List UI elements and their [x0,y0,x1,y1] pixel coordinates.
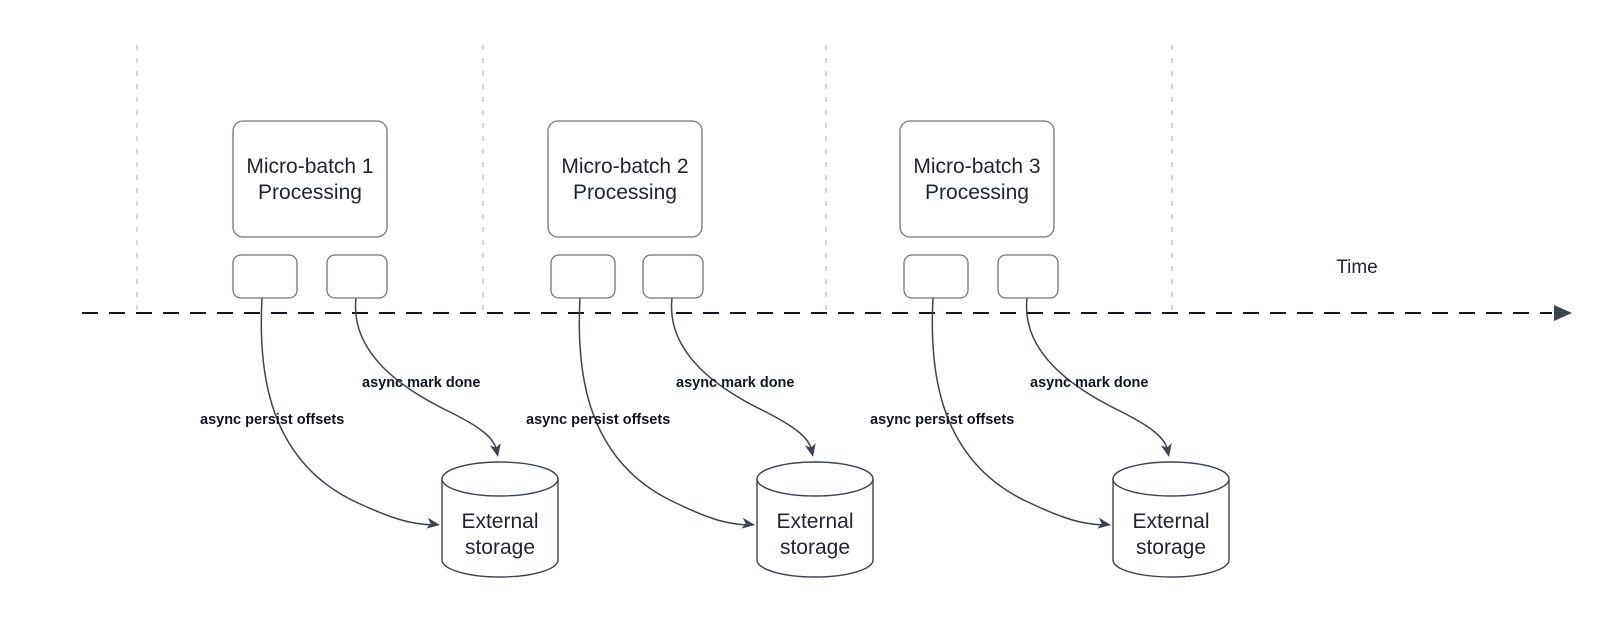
edge-arrowhead-mark-done-3-glyph [1160,443,1172,457]
storage-cylinder-body-external-storage-2[interactable] [756,478,874,578]
edge-label-mark-done-2: async mark done [676,375,794,391]
storage-cylinder-top-external-storage-2 [756,461,874,497]
task-box-mb3-task-left[interactable] [903,254,969,299]
task-box-mb1-task-left[interactable] [232,254,298,299]
processing-box-rect-micro-batch-3[interactable] [899,120,1055,238]
batch-group-3: async persist offsets async mark done Micr… [870,120,1230,578]
time-axis-arrowhead [1554,305,1572,321]
edge-mark-done-2: async mark done [670,297,816,457]
edge-label-persist-offsets-2: async persist offsets [526,412,670,428]
edge-arrowhead-persist-offsets-3 [1097,517,1111,529]
task-box-mb2-task-right[interactable] [642,254,704,299]
storage-cylinder-body-external-storage-3[interactable] [1112,478,1230,578]
task-box-mb1-task-right[interactable] [326,254,388,299]
processing-box-title-line1-micro-batch-3: Micro-batch 3 [913,155,1040,178]
storage-label-line2-external-storage-1: storage [465,536,535,559]
edge-label-persist-offsets-3: async persist offsets [870,412,1014,428]
edge-arrowhead-persist-offsets-2 [741,517,755,529]
storage-cylinder-body-external-storage-1[interactable] [441,478,559,578]
processing-box-title-line2-micro-batch-3: Processing [925,181,1029,204]
batch-group-2: async persist offsets async mark done Micr… [526,120,874,578]
processing-box-title-line1-micro-batch-1: Micro-batch 1 [246,155,373,178]
edge-path-mark-done-1 [354,297,497,449]
edge-path-mark-done-2 [670,297,812,449]
storage-label-line2-external-storage-3: storage [1136,536,1206,559]
storage-cylinder-top-external-storage-3 [1112,461,1230,497]
edge-arrowhead-persist-offsets-3-glyph [1097,517,1111,529]
storage-label-line1-external-storage-1: External [461,510,538,533]
edge-path-persist-offsets-3 [931,297,1104,526]
edge-persist-offsets-3: async persist offsets [870,297,1111,529]
processing-box-micro-batch-1: Micro-batch 1 Processing [232,120,388,238]
edge-arrowhead-persist-offsets-1-glyph [426,517,440,529]
storage-label-line1-external-storage-2: External [776,510,853,533]
storage-label-line1-external-storage-3: External [1132,510,1209,533]
edge-persist-offsets-2: async persist offsets [526,297,755,529]
edge-path-mark-done-3 [1025,297,1168,449]
task-box-mb2-task-left[interactable] [550,254,616,299]
storage-label-line2-external-storage-2: storage [780,536,850,559]
time-axis: Time [82,257,1572,321]
processing-box-title-line2-micro-batch-2: Processing [573,181,677,204]
storage-cylinder-external-storage-1: External storage [441,461,559,578]
edge-arrowhead-persist-offsets-1 [426,517,440,529]
edge-persist-offsets-1: async persist offsets [200,297,440,529]
edge-mark-done-3: async mark done [1025,297,1172,457]
edge-arrowhead-mark-done-2-glyph [804,443,816,457]
storage-cylinder-external-storage-3: External storage [1112,461,1230,578]
processing-box-title-line2-micro-batch-1: Processing [258,181,362,204]
edge-arrowhead-mark-done-1-glyph [489,443,501,457]
edge-mark-done-1: async mark done [354,297,501,457]
processing-box-micro-batch-2: Micro-batch 2 Processing [547,120,703,238]
edge-arrowhead-mark-done-1 [489,443,501,457]
edge-arrowhead-mark-done-3 [1160,443,1172,457]
edge-arrowhead-persist-offsets-2-glyph [741,517,755,529]
processing-box-title-line1-micro-batch-2: Micro-batch 2 [561,155,688,178]
processing-box-rect-micro-batch-1[interactable] [232,120,388,238]
processing-box-micro-batch-3: Micro-batch 3 Processing [899,120,1055,238]
processing-box-rect-micro-batch-2[interactable] [547,120,703,238]
edge-arrowhead-mark-done-2 [804,443,816,457]
edge-label-mark-done-3: async mark done [1030,375,1148,391]
batch-group-1: async persist offsets async mark done Micr… [200,120,559,578]
storage-cylinder-external-storage-2: External storage [756,461,874,578]
edge-path-persist-offsets-1 [260,297,433,526]
task-box-mb3-task-right[interactable] [997,254,1059,299]
edge-label-mark-done-1: async mark done [362,375,480,391]
time-axis-label: Time [1336,257,1378,278]
time-axis-arrowhead-glyph [1554,305,1572,321]
storage-cylinder-top-external-storage-1 [441,461,559,497]
edge-path-persist-offsets-2 [578,297,748,526]
edge-label-persist-offsets-1: async persist offsets [200,412,344,428]
